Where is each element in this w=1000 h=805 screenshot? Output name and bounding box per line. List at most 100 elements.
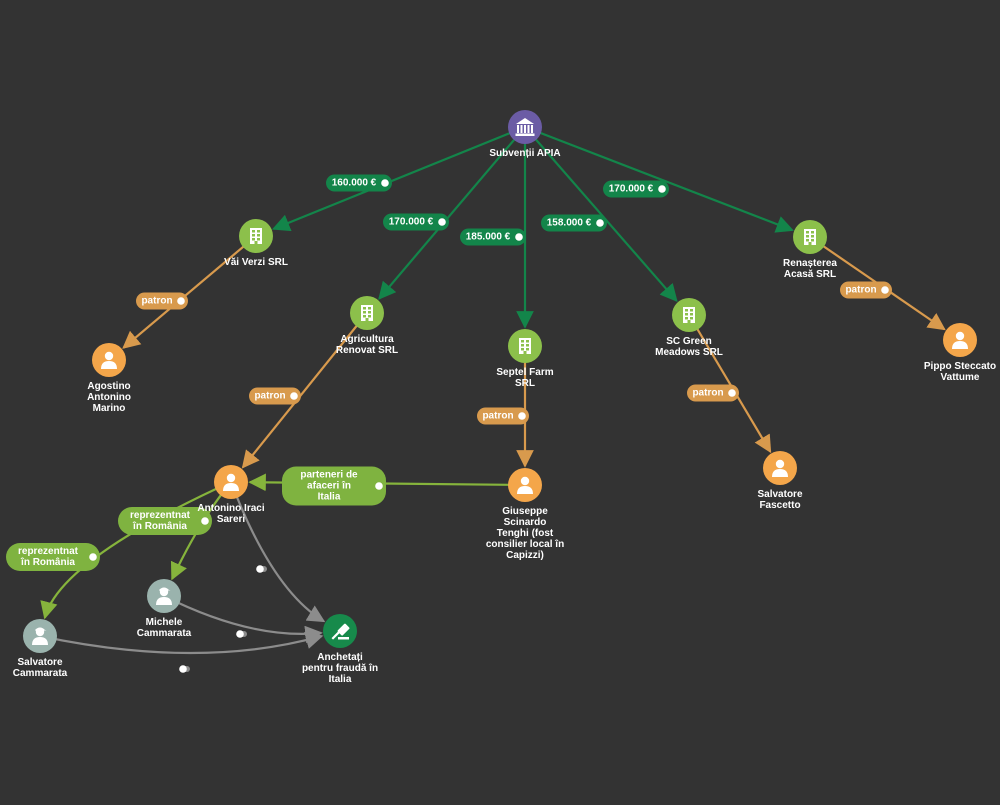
edge-label-background [6, 543, 100, 571]
node-label: Agricultura [340, 334, 394, 345]
person-icon [772, 459, 788, 477]
node-label: Sareri [217, 514, 246, 525]
node-vai[interactable]: Văi Verzi SRL [224, 219, 288, 268]
node-label: Vattume [941, 372, 980, 383]
edge-label-apia-green[interactable]: 158.000 € [541, 214, 607, 232]
node-label: Italia [329, 674, 352, 685]
edge-apia-green[interactable] [524, 126, 678, 303]
edge-label-agri-antonino[interactable]: patron [249, 387, 301, 405]
edge-handle-dot[interactable] [236, 630, 244, 638]
edge-label-apia-septel[interactable]: 185.000 € [460, 228, 526, 246]
edge-label-background [136, 292, 188, 310]
edge-label-background [840, 281, 892, 299]
edge-label-background [687, 384, 739, 402]
node-apia[interactable]: Subvenții APIA [489, 110, 561, 159]
edge-label-text: 170.000 € [609, 184, 654, 195]
edge-label-septel-giuseppe[interactable]: patron [477, 407, 529, 425]
node-label: pentru fraudă în [302, 663, 378, 674]
edge-agri-antonino[interactable] [241, 312, 368, 469]
edge-label-apia-renas[interactable]: 170.000 € [603, 180, 669, 198]
edge-label-renas-pippo[interactable]: patron [840, 281, 892, 299]
edge-handle-dot[interactable] [89, 553, 97, 561]
edge-handle-dot[interactable] [438, 218, 446, 226]
edge-label-vai-agostino[interactable]: patron [136, 292, 188, 310]
gavel-icon [331, 623, 350, 640]
edge-label-green-salvfasc[interactable]: patron [687, 384, 739, 402]
person-icon [517, 476, 533, 494]
edge-label-text: afaceri în [307, 481, 351, 492]
node-label: Cammarata [13, 668, 68, 679]
edge-handle-dot[interactable] [881, 286, 889, 294]
edge-label-text: reprezentnat [130, 510, 191, 521]
edge-green-salvfasc[interactable] [688, 314, 772, 454]
edge-handle-dot[interactable] [658, 185, 666, 193]
person-icon [223, 473, 239, 491]
edge-handle-dot[interactable] [518, 412, 526, 420]
edge-salvcam-anchet[interactable] [39, 631, 324, 655]
edge-handle-dot[interactable] [375, 482, 383, 490]
node-label: Văi Verzi SRL [224, 257, 288, 268]
edge-label-text: 160.000 € [332, 178, 377, 189]
edge-label-apia-vai[interactable]: 160.000 € [326, 174, 392, 192]
node-label: Antonino [87, 392, 131, 403]
edge-handle-dot[interactable] [515, 233, 523, 241]
edge-apia-vai[interactable] [271, 125, 526, 232]
edge-label-text: Italia [318, 492, 341, 503]
edge-handle-dot[interactable] [177, 297, 185, 305]
node-label: Cammarata [137, 628, 192, 639]
edge-handle-salvcam-anchet[interactable] [179, 665, 190, 673]
edge-antonino-anchet[interactable] [229, 481, 326, 623]
edge-handle-antonino-anchet[interactable] [256, 565, 267, 573]
edge-handle-dot[interactable] [381, 179, 389, 187]
edge-handle-dot[interactable] [201, 517, 209, 525]
bank-icon [515, 118, 535, 136]
edge-label-text: parteneri de [300, 470, 358, 481]
edge-handle-dot[interactable] [290, 392, 298, 400]
edge-handle-michele-anchet[interactable] [236, 630, 247, 638]
edge-vai-agostino[interactable] [122, 235, 257, 349]
node-label: Subvenții APIA [489, 148, 560, 159]
node-label: Tenghi (fost [497, 528, 554, 539]
edge-apia-agri[interactable] [378, 126, 526, 300]
edge-label-text: 158.000 € [547, 218, 592, 229]
node-label: Agostino [87, 381, 130, 392]
edge-label-text: patron [845, 285, 876, 296]
edge-label-text: patron [692, 388, 723, 399]
edge-label-background [477, 407, 529, 425]
edge-label-text: patron [141, 296, 172, 307]
edge-handle-dot[interactable] [728, 389, 736, 397]
node-label: Septel Farm [496, 367, 553, 378]
edge-handle-dot[interactable] [596, 219, 604, 227]
edge-label-apia-agri[interactable]: 170.000 € [383, 213, 449, 231]
building-icon [361, 305, 373, 321]
node-label: Renovat SRL [336, 345, 398, 356]
edge-label-text: 170.000 € [389, 217, 434, 228]
edge-handle-dot[interactable] [256, 565, 264, 573]
building-icon [804, 229, 816, 245]
edge-label-background [326, 174, 392, 192]
edge-handle-dot[interactable] [179, 665, 187, 673]
edge-label-text: reprezentnat [18, 546, 79, 557]
node-label: Capizzi) [506, 550, 544, 561]
edge-apia-renas[interactable] [524, 125, 794, 233]
node-label: Antonino Iraci [197, 503, 264, 514]
edge-label-background [383, 213, 449, 231]
node-label: Anchetați [317, 652, 363, 663]
